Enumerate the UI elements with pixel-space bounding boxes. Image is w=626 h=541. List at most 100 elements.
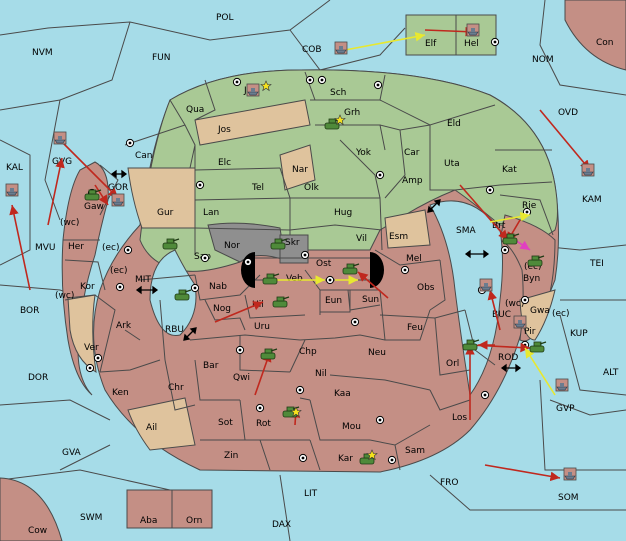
territory-gur-shape[interactable] [127, 167, 196, 229]
label-feu: Feu [407, 323, 423, 333]
army-unit[interactable] [260, 348, 278, 360]
label-uta: Uta [444, 159, 460, 169]
territory-esm-shape[interactable] [384, 209, 431, 249]
label-kal: KAL [6, 163, 23, 173]
support-order-arrow [344, 32, 426, 51]
label-orn: Orn [186, 516, 202, 526]
red-territory-labels: Gaw Her Kor Ark Ken Nab Nog Veb Ost Mel … [68, 202, 540, 464]
support-order-arrow [524, 347, 556, 396]
fleet-unit[interactable] [53, 131, 67, 145]
fleet-unit[interactable] [111, 193, 125, 207]
label-rod: ROD [498, 353, 518, 363]
move-order-arrow [214, 301, 264, 323]
fleet-unit[interactable] [479, 278, 493, 292]
label-eun: Eun [325, 296, 342, 306]
label-sam: Sam [405, 446, 425, 456]
fleet-unit[interactable] [513, 315, 527, 329]
army-unit[interactable] [502, 233, 520, 245]
army-unit[interactable] [342, 263, 360, 275]
label-yok: Yok [355, 148, 372, 158]
tan-territories [67, 99, 556, 451]
fleet-unit[interactable] [334, 41, 348, 55]
territory-aba-shape[interactable] [126, 489, 173, 529]
label-brt: Brt [492, 221, 506, 231]
label-bar: Bar [203, 361, 219, 371]
label-ver: Ver [84, 343, 99, 353]
fleet-unit[interactable] [246, 83, 260, 97]
army-unit[interactable] [527, 255, 545, 267]
move-order-arrow [357, 271, 389, 299]
tan-territory-labels: Jos Gur Esm Ver Ail Gwa Skr [84, 125, 550, 433]
territory-jos-shape[interactable] [194, 99, 311, 146]
territory-orn-shape[interactable] [171, 489, 213, 529]
label-gur: Gur [157, 208, 174, 218]
move-order-arrow [47, 157, 65, 226]
label-uru: Uru [254, 322, 270, 332]
label-ovd: OVD [558, 108, 578, 118]
territory-ver-shape[interactable] [67, 294, 97, 373]
label-kar: Kar [338, 454, 353, 464]
dislodged-star-icon [290, 406, 302, 418]
label-car: Car [404, 148, 420, 158]
label-nor: Nor [224, 241, 240, 251]
army-unit[interactable] [262, 273, 280, 285]
label-sun: Sun [362, 295, 379, 305]
label-ail: Ail [146, 423, 157, 433]
label-amp: Amp [402, 176, 423, 186]
label-fro: FRO [440, 478, 459, 488]
dislodged-star-icon [260, 80, 272, 92]
fleet-unit[interactable] [555, 378, 569, 392]
label-lit: LIT [304, 489, 318, 499]
label-cob: COB [302, 45, 322, 55]
label-skr: Skr [285, 238, 300, 248]
label-fun: FUN [152, 53, 171, 63]
label-gor: GOR [108, 183, 128, 193]
army-unit[interactable] [270, 238, 288, 250]
label-tel: Tel [251, 183, 264, 193]
label-con: Con [596, 38, 614, 48]
label-vil: Vil [356, 234, 367, 244]
army-unit[interactable] [272, 296, 290, 308]
fleet-unit[interactable] [466, 23, 480, 37]
label-kor: Kor [80, 282, 95, 292]
label-mvu: MVU [35, 243, 56, 253]
label-sma: SMA [456, 226, 476, 236]
army-unit[interactable] [174, 289, 192, 301]
army-unit[interactable] [162, 238, 180, 250]
army-unit[interactable] [462, 339, 480, 351]
label-orl: Orl [446, 359, 459, 369]
label-swm: SWM [80, 513, 102, 523]
fleet-unit[interactable] [5, 183, 19, 197]
label-hug: Hug [334, 208, 352, 218]
territory-elf-shape[interactable] [405, 14, 457, 56]
label-dax: DAX [272, 520, 291, 530]
army-unit[interactable] [529, 341, 547, 353]
label-coast-wc-kor: (wc) [55, 291, 74, 301]
label-byn: Byn [523, 274, 540, 284]
move-order-arrow [94, 184, 109, 206]
move-order-arrow [469, 342, 531, 353]
label-nvm: NVM [32, 48, 53, 58]
army-unit[interactable] [84, 189, 102, 201]
label-mou: Mou [342, 422, 361, 432]
label-olk: Olk [304, 183, 320, 193]
territory-ail-shape[interactable] [127, 397, 196, 451]
fleet-unit[interactable] [563, 467, 577, 481]
label-ark: Ark [116, 321, 132, 331]
label-lan: Lan [203, 208, 219, 218]
label-can: Can [135, 151, 153, 161]
islands [126, 14, 497, 529]
label-qua: Qua [186, 105, 204, 115]
label-buc: BUC [492, 310, 511, 320]
support-order-arrow [489, 211, 531, 223]
passage-markers [110, 169, 522, 373]
fleet-unit[interactable] [581, 163, 595, 177]
move-order-arrow [59, 139, 119, 199]
label-kat: Kat [502, 165, 517, 175]
label-rbu: RBU [165, 325, 184, 335]
sea-labels: POL NVM FUN COB NOM Con OVD KAL KAM MVU … [6, 13, 619, 536]
label-qwi: Qwi [233, 373, 250, 383]
label-veb: Veb [286, 274, 303, 284]
